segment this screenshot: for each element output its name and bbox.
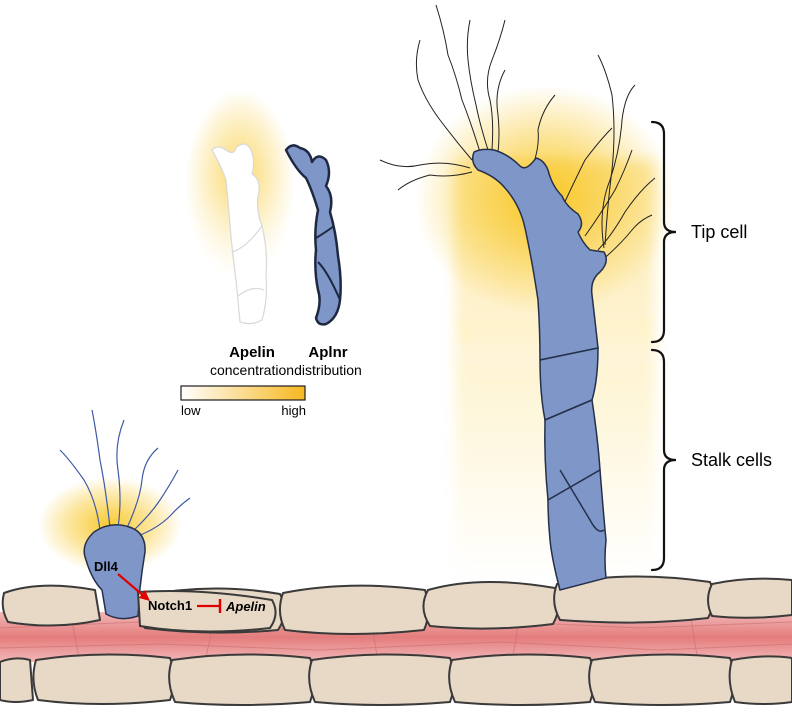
tissue-cell	[168, 653, 315, 706]
tissue-cell	[588, 653, 735, 706]
signaling-pathway: Dll4 Notch1 Apelin	[94, 559, 266, 614]
early-sprout	[59, 409, 277, 633]
concentration-scale-bar	[180, 385, 306, 401]
aplnr-cell-junction	[315, 225, 341, 301]
sprout-base-cell	[136, 590, 277, 633]
tissue-cell	[1, 584, 101, 627]
tip-cell-bracket	[650, 120, 677, 344]
stalk-cells-bracket	[650, 348, 677, 572]
dll4-to-notch1-arrow	[117, 573, 146, 598]
angiogenic-sprout	[379, 4, 656, 591]
apelin-legend-title: Apelin	[229, 344, 275, 361]
dll4-label: Dll4	[94, 559, 119, 574]
tissue-cell	[279, 584, 430, 635]
tissue-cell	[422, 581, 560, 630]
aplnr-legend-subtitle: distribution	[294, 362, 362, 378]
tissue-cell	[553, 575, 715, 624]
tissue-cell	[728, 655, 792, 705]
sprout-filopodia	[59, 409, 191, 537]
apelin-cell-outline	[211, 143, 268, 325]
arrowhead	[139, 590, 150, 601]
apelin-cell-junction	[231, 225, 265, 297]
apelin-gene-label: Apelin	[225, 599, 266, 614]
notch1-label: Notch1	[148, 598, 192, 613]
tip-cell	[471, 148, 607, 361]
tissue-cell	[32, 653, 175, 705]
lower-cell-row	[0, 653, 792, 706]
tissue-cell	[0, 657, 34, 703]
stalk-cell-junction	[559, 469, 605, 532]
stalk-cell-lower	[547, 468, 607, 591]
tip-cell-label: Tip cell	[691, 222, 747, 242]
apelin-legend-subtitle: concentration	[210, 362, 294, 378]
brackets	[650, 120, 677, 572]
tissue-cell	[707, 577, 792, 619]
tissue-cell	[308, 653, 455, 706]
legend: Apelin concentration Aplnr distribution …	[180, 143, 362, 418]
sprout-tip-cell	[83, 524, 146, 620]
tissue-cell	[448, 653, 595, 706]
scale-low-label: low	[181, 403, 201, 418]
stalk-cells-label: Stalk cells	[691, 450, 772, 470]
aplnr-legend-title: Aplnr	[308, 344, 347, 361]
tip-filopodia	[379, 4, 656, 263]
scale-high-label: high	[281, 403, 306, 418]
